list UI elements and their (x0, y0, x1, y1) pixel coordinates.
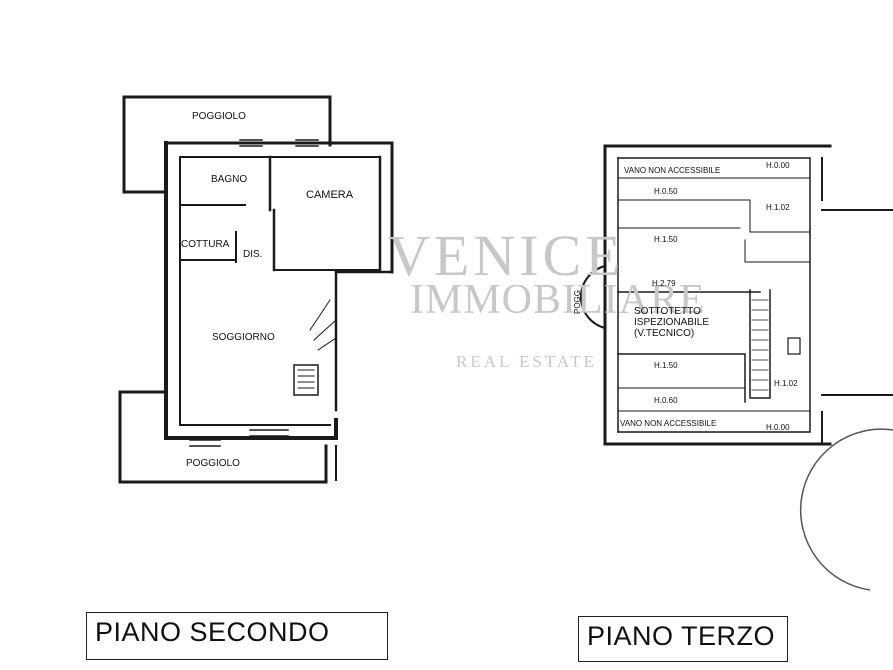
floor-title-third: PIANO TERZO (578, 616, 788, 662)
height-label-279: H.2.79 (652, 279, 676, 288)
height-label-050: H.0.50 (654, 187, 678, 196)
floor-title-second: PIANO SECONDO (86, 612, 388, 660)
room-label-vano-bottom: VANO NON ACCESSIBILE (620, 419, 717, 428)
room-label-poggiolo-bottom: POGGIOLO (186, 458, 240, 469)
room-label-dis: DIS. (243, 249, 263, 260)
room-label-vano-top: VANO NON ACCESSIBILE (624, 166, 721, 175)
stamp-seal (799, 428, 893, 591)
room-label-sottotetto: SOTTOTETTO ISPEZIONABILE (V.TECNICO) (634, 306, 710, 339)
room-label-soggiorno: SOGGIORNO (212, 332, 275, 343)
height-label-150-top: H.1.50 (654, 235, 678, 244)
height-label-102-bottom: H.1.02 (774, 379, 798, 388)
second-floor-walls (118, 95, 394, 484)
room-label-bagno: BAGNO (211, 174, 248, 185)
height-label-102-top: H.1.02 (766, 203, 790, 212)
room-label-camera: CAMERA (306, 189, 354, 201)
height-label-top-right: H.0.00 (766, 161, 790, 170)
room-label-cottura: COTTURA (181, 239, 230, 250)
height-label-150-bottom: H.1.50 (654, 361, 678, 370)
room-label-poggiolo-top: POGGIOLO (192, 111, 246, 122)
height-label-060: H.0.60 (654, 396, 678, 405)
room-label-pogg: POGG (573, 289, 582, 314)
third-floor-walls (579, 144, 893, 446)
height-label-bottom-right: H.0.00 (766, 423, 790, 432)
